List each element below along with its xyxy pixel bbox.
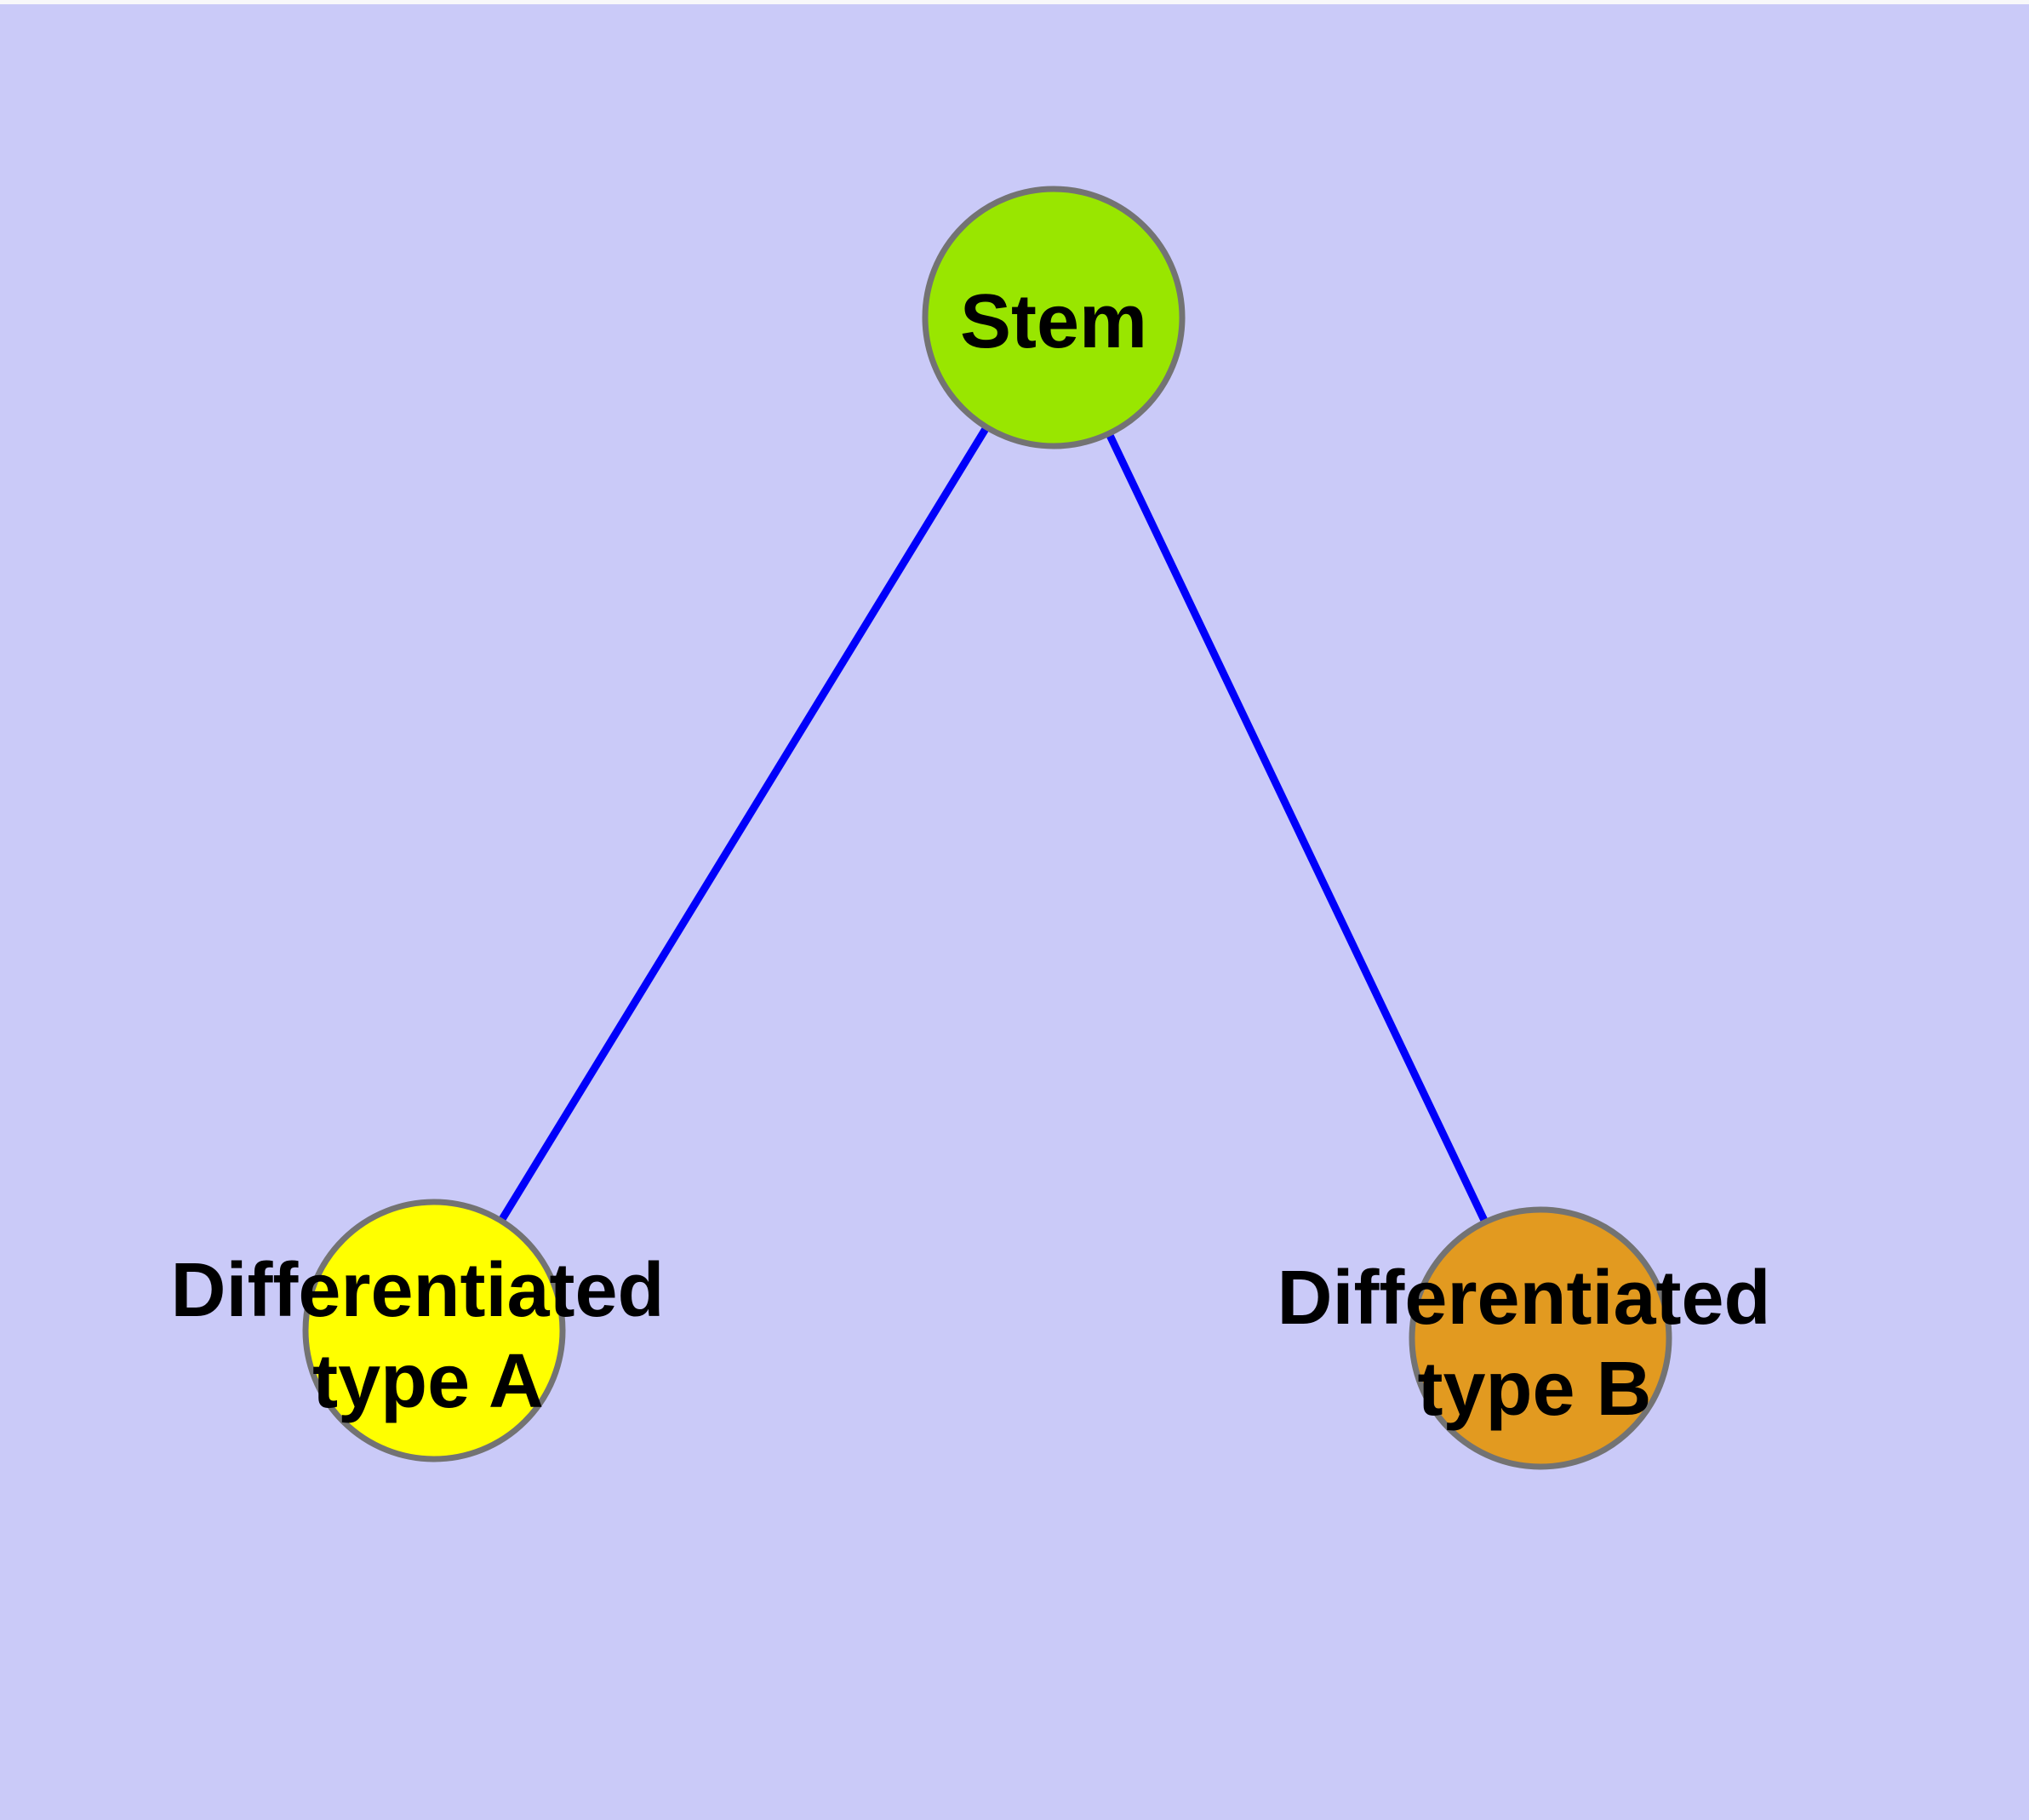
- edge-stem-to-type-b: [1049, 316, 1545, 1340]
- node-stem-label: Stem: [960, 279, 1147, 364]
- node-type-a-circle: [302, 1199, 566, 1462]
- node-type-a-label-line1: Differentiated: [170, 1248, 664, 1333]
- node-type-a-label-line2: type A: [312, 1339, 544, 1424]
- node-stem-circle: [922, 186, 1186, 449]
- node-type-b-label: Differentiated type B: [1277, 1256, 1792, 1432]
- node-type-b-label-line1: Differentiated: [1277, 1256, 1770, 1341]
- node-type-a-label: Differentiated type A: [170, 1248, 685, 1424]
- window-top-edge: [0, 0, 2029, 4]
- node-stem: Stem: [922, 186, 1186, 449]
- node-differentiated-type-a: Differentiated type A: [170, 1199, 685, 1462]
- edge-stem-to-type-a: [431, 315, 1057, 1333]
- node-type-b-circle: [1409, 1206, 1672, 1470]
- node-type-b-label-line2: type B: [1417, 1347, 1651, 1432]
- node-differentiated-type-b: Differentiated type B: [1277, 1206, 1792, 1470]
